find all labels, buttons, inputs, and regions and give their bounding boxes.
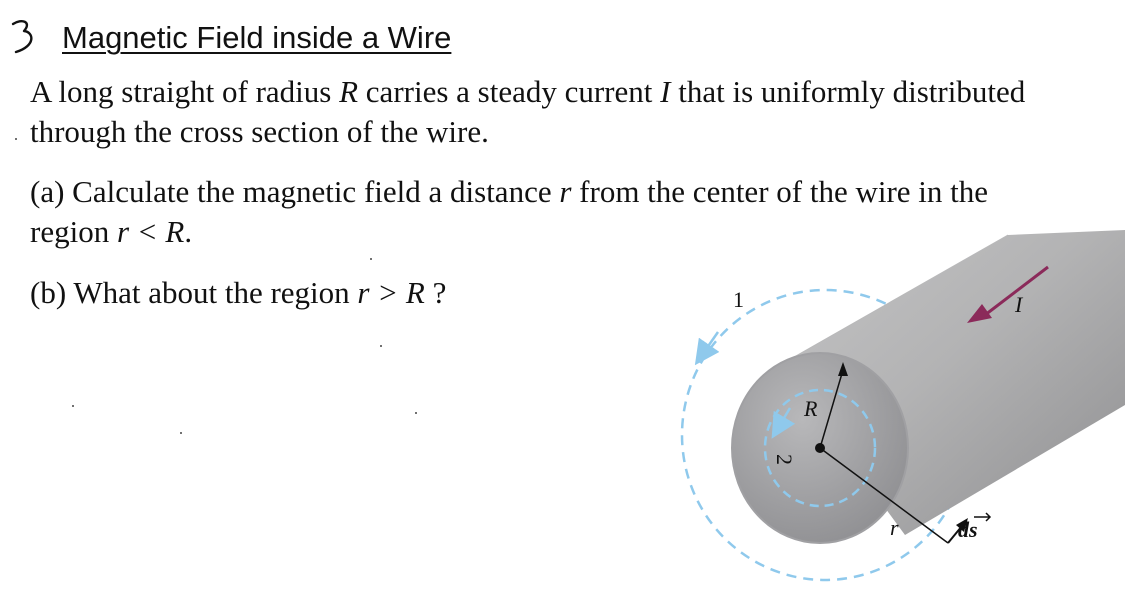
loop-1-label: 1	[733, 287, 744, 312]
part-a-line-2: region r < R.	[30, 214, 193, 249]
current-arrow	[967, 265, 1049, 323]
scan-speck	[415, 412, 417, 414]
amperian-loop-2	[763, 388, 877, 508]
ds-vector	[947, 518, 968, 544]
part-a-line-1: (a) Calculate the magnetic field a dista…	[30, 174, 989, 209]
scan-speck	[15, 138, 17, 140]
radius-label: R	[803, 396, 818, 421]
loop-1-direction-arrow	[694, 331, 720, 366]
intro-line-1: A long straight of radius R carries a st…	[30, 74, 1026, 109]
scan-speck	[180, 432, 182, 434]
current-label: I	[1014, 292, 1024, 317]
ds-vector-overbar	[974, 512, 992, 522]
scan-speck	[380, 345, 382, 347]
loop-2-label: 2	[772, 454, 797, 465]
radius-arrow	[819, 362, 848, 449]
problem-number-mark	[11, 20, 33, 54]
scan-speck	[370, 258, 372, 260]
ds-label: ds	[958, 517, 978, 542]
intro-line-2: through the cross section of the wire.	[30, 114, 489, 149]
problem-title: Magnetic Field inside a Wire	[62, 20, 452, 55]
scan-speck	[72, 405, 74, 407]
r-distance-line	[819, 447, 949, 544]
wire-center-dot	[815, 443, 825, 453]
wire-figure: 1 2 R r ds I	[660, 220, 1125, 591]
r-label: r	[890, 515, 899, 540]
part-b-line: (b) What about the region r > R ?	[30, 275, 447, 310]
